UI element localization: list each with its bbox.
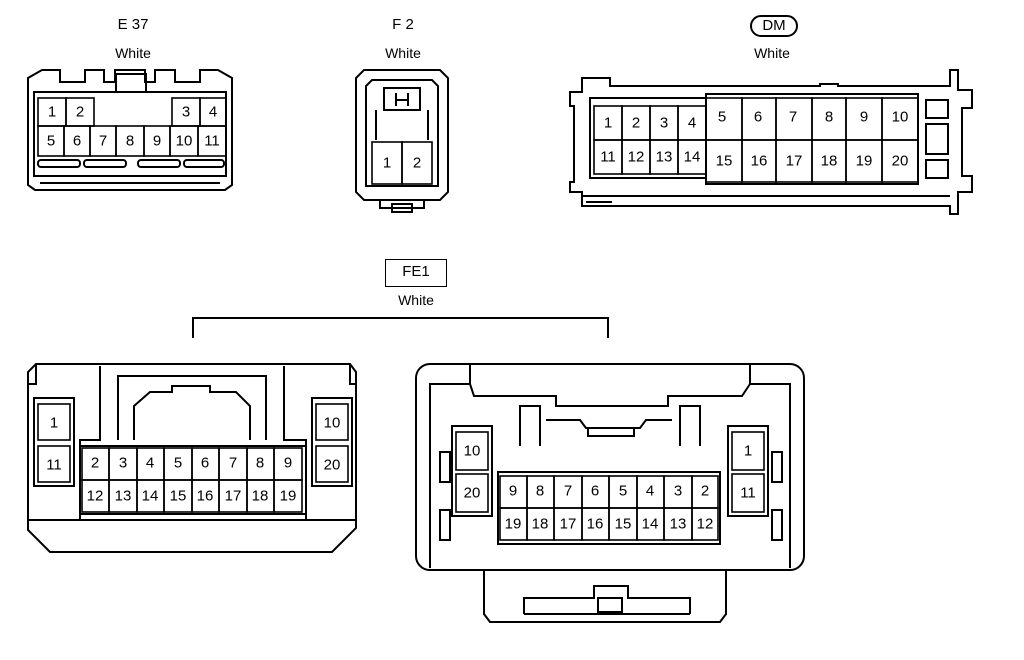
dm-pin-label: 20 — [892, 153, 909, 170]
fe1-color-label: White — [398, 292, 434, 308]
fe1-code-label: FE1 — [385, 259, 447, 287]
fe1-female-pin-label: 20 — [464, 485, 481, 502]
dm-pin-label: 15 — [716, 153, 733, 170]
fe1-female-pin-cells — [455, 431, 765, 541]
f2-pin-label: 1 — [383, 155, 391, 172]
fe1-male-pin-label: 18 — [252, 488, 269, 505]
e37-pin-label: 3 — [182, 104, 190, 121]
fe1-female-pin-label: 13 — [670, 516, 687, 533]
e37-color-label: White — [115, 45, 151, 61]
fe1-male-pin-label: 17 — [225, 488, 242, 505]
fe1-male-pin-label: 20 — [324, 457, 341, 474]
fe1-male-pin-label: 1 — [50, 415, 58, 432]
fe1-male-connector-body — [27, 363, 357, 553]
dm-pin-label: 3 — [660, 115, 668, 132]
fe1-female-pin-label: 18 — [532, 516, 549, 533]
dm-connector-body — [569, 69, 973, 215]
fe1-male-pin-label: 15 — [170, 488, 187, 505]
dm-pin-label: 2 — [632, 115, 640, 132]
fe1-female-connector-body — [415, 363, 805, 623]
dm-pin-label: 8 — [825, 109, 833, 126]
fe1-female-pin-label: 10 — [464, 443, 481, 460]
fe1-female-pin-label: 6 — [591, 483, 599, 500]
fe1-male-pin-label: 6 — [201, 455, 209, 472]
f2-code-label: F 2 — [392, 16, 414, 33]
fe1-female-pin-label: 9 — [509, 483, 517, 500]
dm-pin-label: 18 — [821, 153, 838, 170]
fe1-male-pin-label: 7 — [229, 455, 237, 472]
fe1-male-pin-label: 4 — [146, 455, 154, 472]
dm-pin-label: 4 — [688, 115, 696, 132]
e37-pin-label: 1 — [48, 104, 56, 121]
fe1-female-pin-label: 15 — [615, 516, 632, 533]
f2-pin-label: 2 — [413, 155, 421, 172]
e37-pin-label: 7 — [99, 133, 107, 150]
e37-pin-label: 2 — [76, 104, 84, 121]
e37-connector-body — [27, 69, 233, 191]
e37-pin-label: 11 — [204, 133, 220, 150]
e37-pin-cells — [37, 97, 227, 157]
e37-pin-label: 6 — [73, 133, 81, 150]
dm-pin-label: 6 — [754, 109, 762, 126]
fe1-male-pin-label: 13 — [115, 488, 132, 505]
dm-pin-label: 5 — [718, 109, 726, 126]
dm-pin-label: 9 — [860, 109, 868, 126]
fe1-female-pin-label: 14 — [642, 516, 659, 533]
e37-pin-label: 5 — [47, 133, 55, 150]
dm-pin-label: 11 — [600, 149, 616, 166]
fe1-female-pin-label: 1 — [744, 443, 752, 460]
dm-pin-label: 12 — [628, 149, 645, 166]
f2-color-label: White — [385, 45, 421, 61]
dm-pin-label: 19 — [856, 153, 873, 170]
fe1-female-pin-label: 3 — [674, 483, 682, 500]
fe1-female-pin-label: 2 — [701, 483, 709, 500]
f2-pin-cells — [371, 141, 433, 185]
fe1-male-pin-label: 11 — [46, 457, 62, 474]
fe1-male-pin-label: 14 — [142, 488, 159, 505]
dm-pin-label: 14 — [684, 149, 701, 166]
dm-pin-cells — [593, 97, 919, 183]
e37-pin-label: 8 — [126, 133, 134, 150]
fe1-male-pin-label: 10 — [324, 415, 341, 432]
fe1-female-pin-label: 7 — [564, 483, 572, 500]
dm-pin-label: 10 — [892, 109, 909, 126]
dm-pin-label: 16 — [751, 153, 768, 170]
fe1-male-pin-label: 19 — [280, 488, 297, 505]
dm-pin-label: 7 — [789, 109, 797, 126]
fe1-male-pin-label: 2 — [91, 455, 99, 472]
dm-pin-label: 13 — [656, 149, 673, 166]
dm-pin-label: 17 — [786, 153, 803, 170]
fe1-male-pin-cells — [37, 403, 349, 513]
fe1-female-pin-label: 11 — [740, 485, 756, 502]
e37-code-label: E 37 — [117, 16, 149, 33]
dm-color-label: White — [754, 45, 790, 61]
fe1-female-pin-label: 12 — [697, 516, 714, 533]
f2-connector-body — [355, 69, 449, 213]
fe1-male-pin-label: 16 — [197, 488, 214, 505]
fe1-female-pin-label: 8 — [536, 483, 544, 500]
fe1-male-pin-label: 5 — [174, 455, 182, 472]
e37-pin-label: 4 — [209, 104, 217, 121]
fe1-bracket — [192, 317, 609, 338]
fe1-male-pin-label: 9 — [284, 455, 292, 472]
e37-pin-label: 10 — [176, 133, 193, 150]
fe1-female-pin-label: 19 — [505, 516, 522, 533]
fe1-female-pin-label: 4 — [646, 483, 654, 500]
fe1-female-pin-label: 16 — [587, 516, 604, 533]
fe1-male-pin-label: 3 — [119, 455, 127, 472]
e37-pin-label: 9 — [153, 133, 161, 150]
dm-code-label: DM — [750, 15, 798, 37]
fe1-male-pin-label: 12 — [87, 488, 104, 505]
fe1-female-pin-label: 17 — [560, 516, 577, 533]
dm-pin-label: 1 — [604, 115, 612, 132]
fe1-male-pin-label: 8 — [256, 455, 264, 472]
fe1-female-pin-label: 5 — [619, 483, 627, 500]
